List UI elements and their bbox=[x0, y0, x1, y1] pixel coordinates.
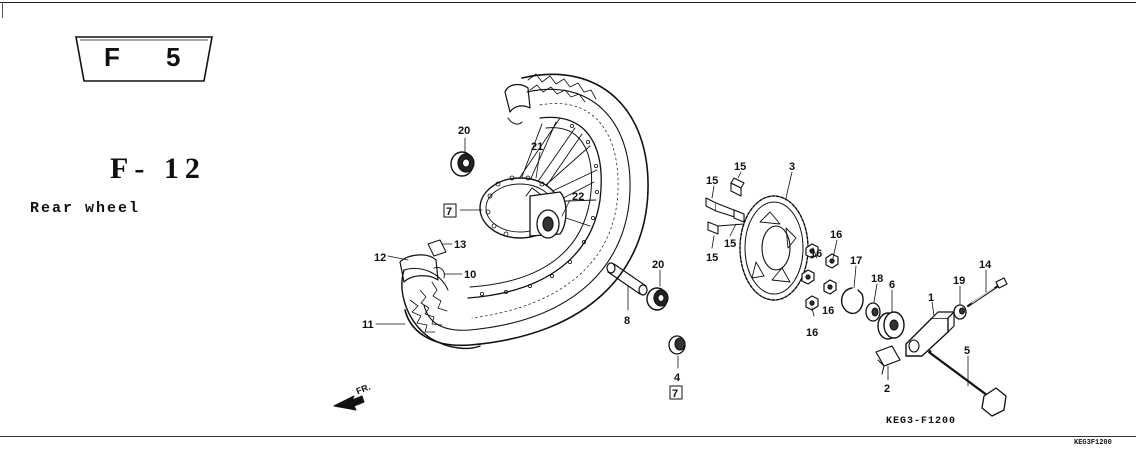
wheel-rim bbox=[467, 116, 602, 299]
bearing-20-lower bbox=[646, 287, 669, 311]
frame-bottom-border bbox=[0, 436, 1136, 437]
callout-7a: 7 bbox=[446, 206, 452, 218]
collar-18 bbox=[865, 302, 881, 322]
frame-top-border bbox=[0, 2, 1136, 3]
callout-20b: 20 bbox=[652, 259, 664, 271]
dust-seal-4 bbox=[668, 335, 686, 355]
callout-11: 11 bbox=[362, 319, 374, 331]
adjuster-plate-2 bbox=[875, 345, 901, 375]
rim-tape-and-tube-cut bbox=[399, 83, 531, 283]
callout-3: 3 bbox=[789, 161, 795, 173]
callout-18: 18 bbox=[871, 273, 883, 285]
callout-box-7b bbox=[669, 385, 683, 400]
callout-15d: 15 bbox=[706, 252, 718, 264]
callout-14: 14 bbox=[979, 259, 992, 271]
callout-12: 12 bbox=[374, 252, 386, 264]
callout-8: 8 bbox=[624, 315, 630, 327]
callout-16c: 16 bbox=[822, 305, 834, 317]
sprocket-nuts-16 bbox=[801, 243, 839, 311]
diagram-code: KEG3-F1200 bbox=[886, 416, 957, 427]
callout-21: 21 bbox=[531, 141, 543, 153]
callout-15b: 15 bbox=[706, 175, 718, 187]
callout-13: 13 bbox=[454, 239, 466, 251]
figure-number: F- 12 bbox=[110, 152, 206, 185]
callout-box-7a bbox=[443, 203, 457, 218]
circlip-17 bbox=[841, 287, 864, 315]
callout-16d: 16 bbox=[806, 327, 818, 339]
axle-collar-6 bbox=[877, 311, 905, 340]
rear-axle-5 bbox=[928, 350, 1007, 417]
callout-6: 6 bbox=[889, 279, 895, 291]
callout-7b: 7 bbox=[672, 388, 678, 400]
figure-caption: Rear wheel bbox=[30, 200, 141, 217]
callout-17: 17 bbox=[850, 255, 862, 267]
adjuster-nut-19 bbox=[953, 304, 967, 320]
callout-20a: 20 bbox=[458, 125, 470, 137]
driven-sprocket-3 bbox=[739, 195, 809, 301]
rear-tire bbox=[401, 73, 649, 350]
callout-5: 5 bbox=[964, 345, 970, 357]
callout-10: 10 bbox=[464, 269, 476, 281]
callout-4: 4 bbox=[674, 372, 681, 384]
rear-wheel-hub bbox=[479, 175, 567, 239]
section-letter: F bbox=[104, 42, 120, 72]
bearing-20-upper bbox=[450, 151, 475, 177]
page-code: KEG3F1200 bbox=[1074, 439, 1112, 447]
adjuster-bolt-14 bbox=[966, 277, 1008, 308]
callout-19: 19 bbox=[953, 275, 965, 287]
section-badge: F 5 bbox=[74, 34, 214, 84]
forward-arrow bbox=[333, 395, 365, 411]
section-badge-frame bbox=[75, 36, 213, 82]
chain-adjuster-1 bbox=[905, 311, 955, 357]
leader-lines bbox=[375, 137, 987, 387]
frame-left-tick bbox=[2, 2, 3, 18]
callout-2: 2 bbox=[884, 383, 890, 395]
callout-16a: 16 bbox=[830, 229, 842, 241]
callout-15c: 15 bbox=[724, 238, 736, 250]
section-number: 5 bbox=[166, 42, 181, 72]
callout-16b: 16 bbox=[810, 248, 822, 260]
sprocket-bolts-15 bbox=[705, 177, 745, 235]
distance-collar-8 bbox=[606, 262, 648, 296]
callout-15a: 15 bbox=[734, 161, 746, 173]
callout-1: 1 bbox=[928, 292, 934, 304]
callout-22: 22 bbox=[572, 191, 584, 203]
